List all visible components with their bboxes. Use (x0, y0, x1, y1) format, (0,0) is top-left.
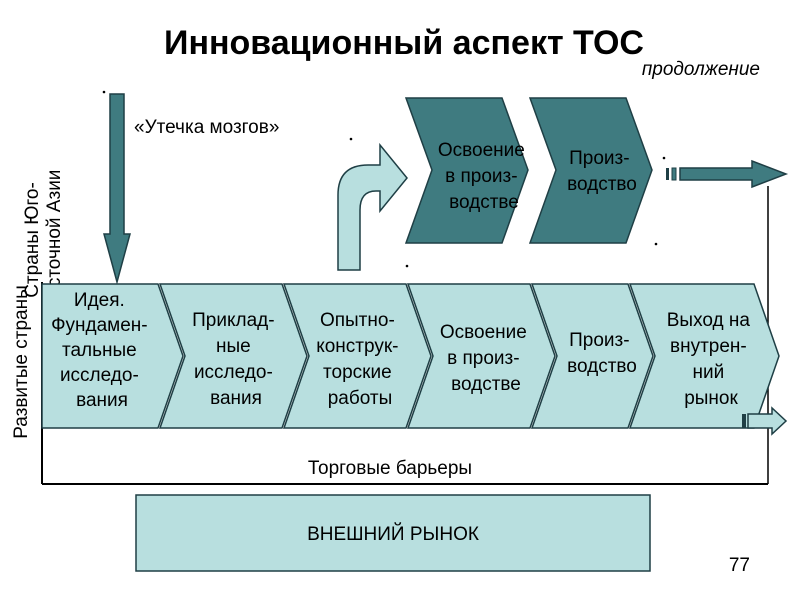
lower-right-arrow (742, 406, 788, 436)
lower-chevron-3-text: Опытно- конструк- торские работы (316, 310, 404, 409)
lower-chevron-4-text: Освоение в произ- водстве (440, 322, 532, 395)
lower-chevron-3: Опытно- конструк- торские работы (282, 283, 432, 429)
decor-dot (405, 264, 409, 268)
lower-chevron-1-text: Идея. Фундамен- тальные исследо- вания (51, 290, 153, 411)
lower-chevron-4-shape (406, 283, 556, 429)
lower-chevron-5-text: Произ- водство (567, 330, 637, 377)
lower-chevron-5-shape (530, 283, 654, 429)
upper-right-arrow-body (679, 159, 789, 189)
trade-barriers-label: Торговые барьеры (308, 458, 472, 479)
lower-right-arrow-body (747, 406, 788, 436)
upper-right-arrow (666, 159, 789, 189)
lower-chevron-3-shape (282, 283, 432, 429)
upper-right-arrow-stripe-2 (671, 167, 677, 181)
row-label-sea: Страны Юго- Восточной Азии (22, 170, 65, 311)
decor-dot (662, 156, 666, 160)
upper-chevron-2: Произ- водство (528, 97, 653, 244)
lower-chevron-6-text: Выход на внутрен- ний рынок (667, 310, 755, 409)
upper-chevron-2-shape (528, 97, 653, 244)
upper-right-arrow-stripe-1 (666, 168, 669, 180)
lower-chevron-1-shape (41, 283, 184, 429)
page-number: 77 (729, 555, 750, 576)
decor-dot (102, 90, 106, 94)
row-label-sea-line-2: Восточной Азии (44, 170, 65, 311)
lower-chevron-2-shape (158, 283, 308, 429)
external-market-box: ВНЕШНИЙ РЫНОК (135, 494, 651, 572)
row-label-developed-text: Развитые страны (11, 285, 32, 439)
decor-dot (349, 137, 353, 141)
upper-chevron-1: Освоение в произ- водстве (404, 97, 530, 244)
lower-right-arrow-stripe (742, 414, 746, 428)
slide-title: Инновационный аспект ТОС (164, 24, 644, 62)
lower-chevron-2: Приклад- ные исследо- вания (158, 283, 308, 429)
row-label-sea-line-1: Страны Юго- (22, 182, 43, 298)
row-label-developed: Развитые страны (11, 285, 32, 439)
brain-drain-down-arrow (103, 93, 131, 285)
decor-dot (654, 242, 658, 246)
external-market-rect (135, 494, 651, 572)
upper-chevron-2-text: Произ- водство (567, 148, 637, 195)
lower-chevron-5: Произ- водство (530, 283, 654, 429)
curved-up-arrow (337, 142, 408, 271)
lower-chevron-2-text: Приклад- ные исследо- вания (192, 310, 280, 409)
external-market-label: ВНЕШНИЙ РЫНОК (307, 523, 479, 545)
lower-chevron-6: Выход на внутрен- ний рынок (628, 283, 780, 429)
upper-chevron-1-shape (404, 97, 529, 244)
lower-chevron-4: Освоение в произ- водстве (406, 283, 556, 429)
brain-drain-label: «Утечка мозгов» (134, 117, 279, 138)
lower-chevron-1: Идея. Фундамен- тальные исследо- вания (41, 283, 184, 429)
slide-subtitle: продолжение (642, 59, 760, 80)
upper-chevron-1-text: Освоение в произ- водстве (438, 140, 530, 213)
